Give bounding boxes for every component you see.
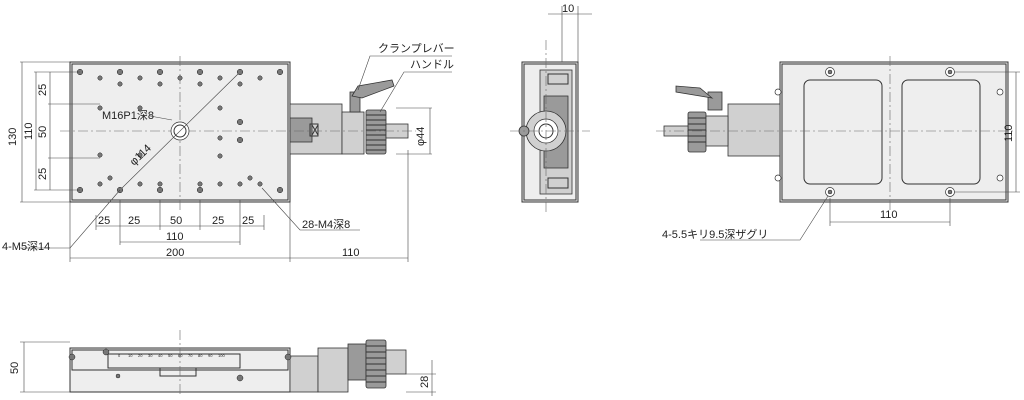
- dim-b25d: 25: [242, 215, 254, 227]
- label-cbore: 4-5.5キリ9.5深ザグリ: [662, 227, 768, 241]
- mounting-holes: [76, 68, 284, 194]
- label-m16: M16P1深8: [102, 109, 154, 122]
- scale-tick-label: 10: [128, 353, 133, 358]
- dim-25-bot: 25: [37, 168, 49, 180]
- dim-110-left: 110: [23, 122, 35, 140]
- handle-knob: [365, 109, 387, 155]
- top-view: [20, 55, 452, 262]
- side-view: [20, 330, 436, 396]
- dim-side-28: 28: [419, 376, 431, 388]
- front-view: [510, 6, 592, 215]
- scale-tick-label: 50: [168, 353, 173, 358]
- scale-tick-label: 70: [188, 353, 193, 358]
- dim-b110-right: 110: [342, 247, 360, 259]
- dim-50-mid: 50: [37, 126, 49, 138]
- dim-b25c: 25: [212, 215, 224, 227]
- dim-right-110-h: 110: [880, 209, 898, 221]
- dim-25-top: 25: [37, 84, 49, 96]
- bottom-view: [656, 56, 1020, 241]
- scale-tick-label: 60: [178, 353, 183, 358]
- scale-tick-label: 100: [218, 353, 225, 358]
- label-dia44: φ44: [415, 127, 427, 146]
- dim-b25b: 25: [128, 215, 140, 227]
- scale-tick-label: 30: [148, 353, 153, 358]
- scale-tick-label: 0: [118, 353, 121, 358]
- dim-10: 10: [562, 3, 574, 15]
- scale-tick-label: 80: [198, 353, 203, 358]
- scale-tick-label: 40: [158, 353, 163, 358]
- dim-130: 130: [7, 128, 19, 146]
- label-m4: 28-M4深8: [302, 218, 350, 231]
- scale-tick-label: 90: [208, 353, 213, 358]
- dim-b110: 110: [166, 231, 184, 243]
- dim-right-110-v: 110: [1003, 124, 1015, 142]
- dim-b200: 200: [166, 247, 184, 259]
- clamp-lever: [351, 79, 395, 99]
- scale: 0 10 20 30 40 50 60 70 80 90 100: [118, 353, 225, 358]
- dim-b50: 50: [170, 215, 182, 227]
- label-clamp-lever: クランプレバー: [378, 42, 455, 55]
- dim-side-50: 50: [9, 362, 21, 374]
- scale-tick-label: 20: [138, 353, 143, 358]
- label-handle: ハンドル: [410, 59, 454, 71]
- dim-b25a: 25: [98, 215, 110, 227]
- label-m5: 4-M5深14: [2, 240, 50, 253]
